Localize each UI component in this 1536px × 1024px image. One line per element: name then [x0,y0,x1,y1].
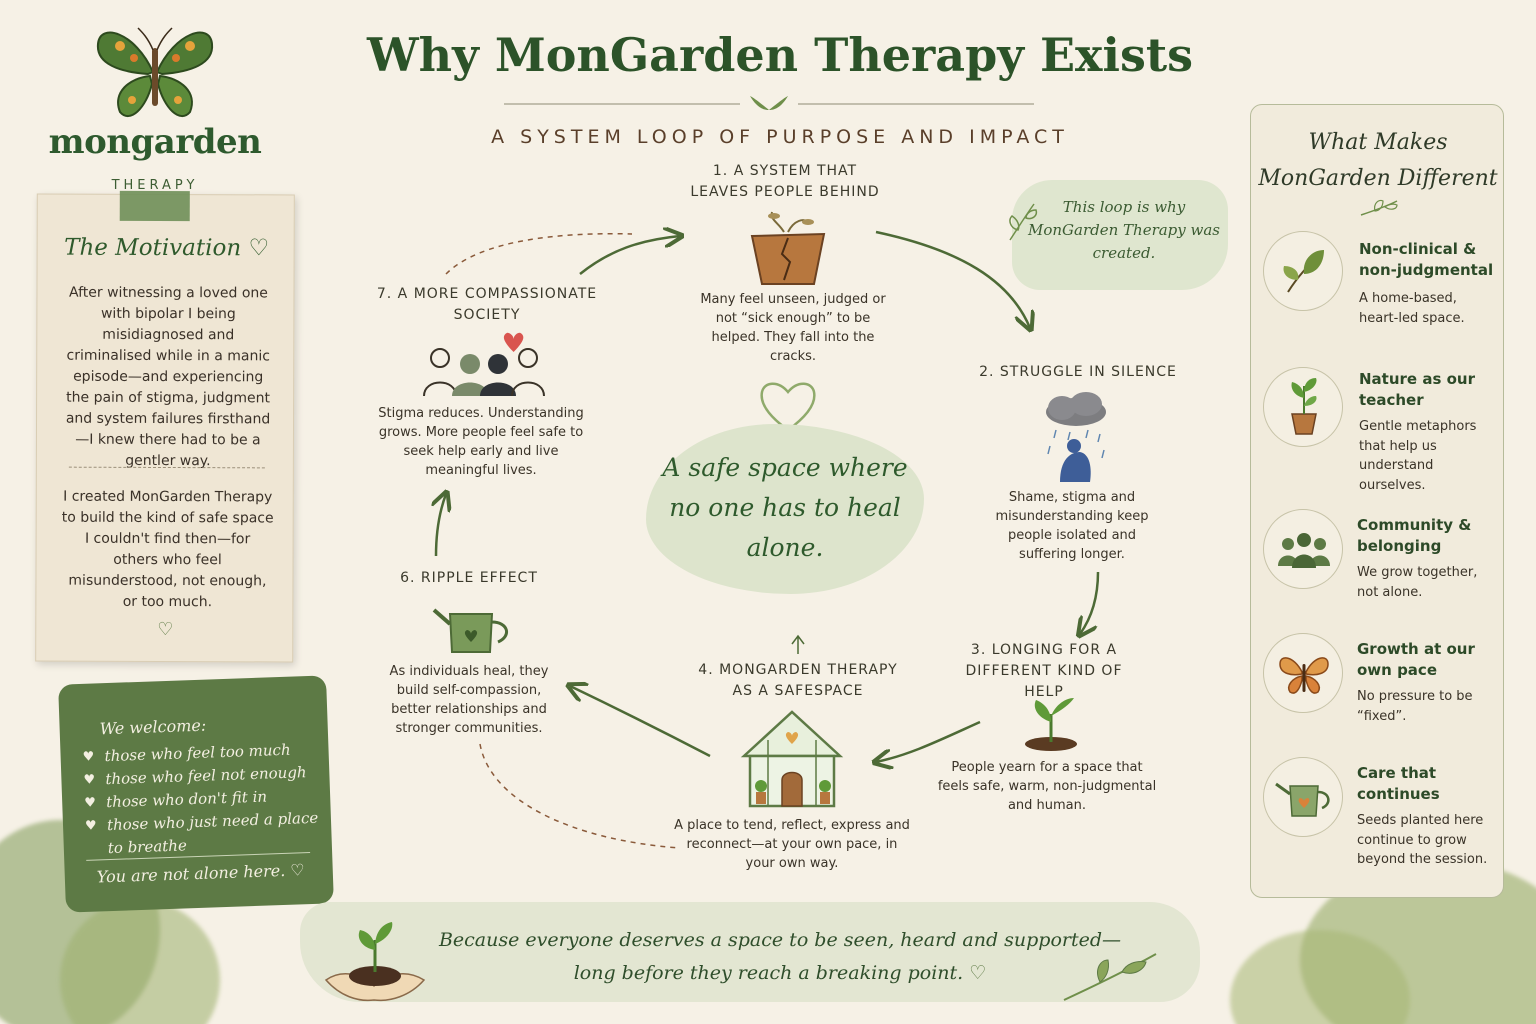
page-title: Why MonGarden Therapy Exists [366,28,1193,82]
broken-plant-pot-icon [750,211,826,285]
hands-seedling-icon [324,922,426,1002]
differences-title: What Makes MonGarden Different [1258,130,1498,191]
feature-icon-circle [1263,633,1343,713]
foliage-bottom-left-2 [60,900,220,1024]
feature-title: Nature as our teacher [1359,370,1475,409]
center-message: A safe space where no one has to heal al… [662,453,908,562]
brand-logo: mongarden THERAPY [40,20,270,193]
heart-icon: ♡ [969,962,987,984]
feature-title: Community & belonging [1357,516,1472,555]
leaf-sprig-icon [1009,203,1038,241]
feature-icon-circle [1263,231,1343,311]
potted-plant-icon [1291,378,1317,435]
leaf-sprig-icon [1360,199,1398,216]
watering-can-icon [1275,782,1330,817]
step-3-title: 3. LONGING FOR A DIFFERENT KIND OF HELP [965,642,1123,700]
brand-tagline: THERAPY [111,178,199,193]
community-icon [1278,533,1330,568]
heart-outline-icon [760,382,816,432]
step-6-description: As individuals heal, they build self-com… [389,664,549,736]
step-4-title: 4. MONGARDEN THERAPY AS A SAFESPACE [698,662,898,699]
feature-icon-circle [1263,367,1343,447]
step-6-title: 6. RIPPLE EFFECT [400,570,538,586]
step-2-description: Shame, stigma and misunderstanding keep … [995,490,1149,562]
brand-name: mongarden [48,122,262,162]
leaf-icon [1283,250,1324,293]
step-7-description: Stigma reduces. Understanding grows. Mor… [378,406,584,478]
sprout-icon [1025,698,1077,751]
step-7-title: 7. A MORE COMPASSIONATE SOCIETY [376,286,598,323]
loop-callout: This loop is why MonGarden Therapy was c… [1012,180,1228,290]
watering-can-icon [432,608,508,653]
step-4-description: A place to tend, reflect, express and re… [674,818,910,871]
title-divider [504,96,1034,110]
greenhouse-icon [740,710,844,808]
differences-panel: What Makes MonGarden Different Non-clini… [1250,104,1504,898]
butterfly-icon [1279,657,1329,694]
feature-icon-circle [1263,509,1343,589]
feature-icon-circle [1263,757,1343,837]
closing-banner [300,902,1200,1002]
feature-description: No pressure to be “fixed”. [1357,689,1473,724]
butterfly-logo-icon [96,27,214,118]
people-heart-icon [423,332,545,397]
feature-description: We grow together, not alone. [1357,565,1478,600]
step-1-title: 1. A SYSTEM THAT LEAVES PEOPLE BEHIND [690,163,880,200]
step-1-description: Many feel unseen, judged or not “sick en… [700,292,886,364]
center-highlight [646,424,924,594]
feature-title: Care that continues [1357,764,1440,803]
closing-line-2: long before they reach a breaking point.… [573,962,987,984]
leaf-branch-icon [1063,953,1157,1001]
feature-description: Seeds planted here continue to grow beyo… [1357,813,1488,867]
rain-cloud-person-icon [1046,392,1106,482]
closing-message: Because everyone deserves a space to be … [420,924,1140,990]
callout-text: This loop is why MonGarden Therapy was c… [1027,198,1221,262]
step-2-title: 2. STRUGGLE IN SILENCE [979,364,1177,380]
feature-description: A home-based, heart-led space. [1359,291,1465,326]
feature-description: Gentle metaphors that help us understand… [1359,419,1477,493]
step-3-description: People yearn for a space that feels safe… [937,760,1157,813]
feature-title: Non-clinical & non-judgmental [1359,240,1494,279]
page-subtitle: A SYSTEM LOOP OF PURPOSE AND IMPACT [491,126,1069,148]
closing-line-1: Because everyone deserves a space to be … [438,929,1122,951]
feature-title: Growth at our own pace [1357,640,1475,679]
